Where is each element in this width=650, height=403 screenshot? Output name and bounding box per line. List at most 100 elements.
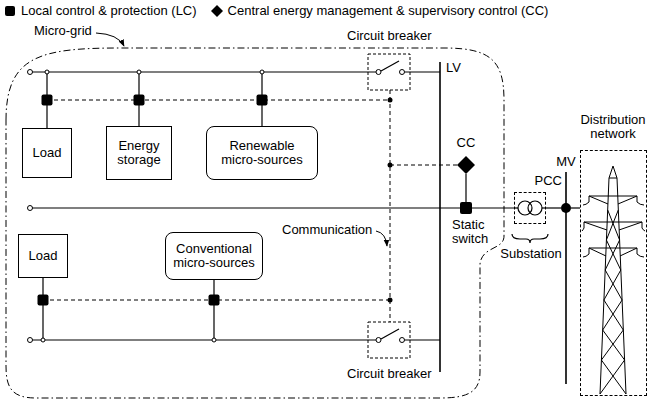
- breaker-terminal: [400, 338, 405, 343]
- node-text: Substation: [481, 247, 581, 261]
- conductor: [637, 254, 644, 257]
- load-box: Load: [22, 128, 72, 178]
- communication-line: [43, 90, 457, 322]
- insulator: [584, 222, 585, 228]
- node-text: Energy storage: [112, 139, 166, 167]
- tower-lattice: [601, 210, 626, 394]
- local-controller: [42, 95, 53, 106]
- breaker-contact: [381, 61, 399, 71]
- legend-text: Central energy management & supervisory …: [228, 4, 549, 18]
- label-holder: Substation: [481, 247, 581, 261]
- circuit-breaker-frame: [368, 54, 410, 90]
- tower-arm: [584, 222, 607, 230]
- microgrid-boundary: Micro-gridLoadEnergy storageRenewable mi…: [6, 48, 504, 398]
- label-holder: CC: [446, 136, 486, 150]
- lv-bus: [439, 62, 441, 372]
- local-controller: [257, 95, 268, 106]
- communication-node: [388, 298, 393, 303]
- legend-item: Local control & protection (LC): [4, 4, 197, 18]
- label-holder: Distribution network: [578, 113, 648, 141]
- conductor: [642, 228, 645, 231]
- lv-feeder: [30, 207, 460, 208]
- central-control-diamond: CC: [457, 156, 475, 174]
- pcc-point: PCC: [561, 203, 571, 213]
- tower-arm: [620, 248, 637, 256]
- substation-box: Substation: [514, 192, 546, 224]
- substation-brace: [512, 234, 548, 243]
- conventional-source-box: Conventional micro-sources: [165, 232, 263, 280]
- diagram-label: MV: [556, 155, 576, 169]
- diagram-label: Circuit breaker: [347, 367, 432, 381]
- legend-swatch: [4, 5, 16, 17]
- feeder-drop: [213, 280, 214, 340]
- diamond-shape: [457, 156, 475, 174]
- tower-arm: [589, 196, 637, 197]
- tower-lattice: [600, 210, 625, 394]
- leader-arrow: [96, 33, 124, 46]
- node-text: Distribution network: [578, 113, 648, 141]
- circuit-breaker-frame: [368, 322, 410, 358]
- storage-box: Energy storage: [106, 126, 172, 180]
- tower-arm: [589, 248, 606, 256]
- conductor: [583, 254, 589, 257]
- legend-swatch: [211, 5, 223, 17]
- tower-arm: [584, 222, 642, 223]
- junction: [212, 338, 216, 342]
- diagram-label: Circuit breaker: [347, 29, 432, 43]
- terminal: [28, 206, 33, 211]
- local-controller: [209, 295, 220, 306]
- static-switch: Static switch: [460, 202, 472, 214]
- local-controller: [38, 295, 49, 306]
- label-holder: PCC: [521, 174, 562, 188]
- renewable-source-box: Renewable micro-sources: [206, 126, 318, 180]
- insulator: [589, 196, 590, 202]
- communication-line: [390, 90, 391, 322]
- microgrid-outline: [6, 48, 504, 398]
- junction: [260, 70, 264, 74]
- communication-node: [388, 98, 393, 303]
- terminal: [28, 338, 33, 343]
- label-holder: Communication: [282, 222, 372, 237]
- tower-arm: [619, 222, 642, 230]
- legend-item: Central energy management & supervisory …: [211, 4, 549, 18]
- insulator: [589, 248, 590, 254]
- wire-connector: [546, 207, 561, 208]
- diagram-label: LV: [446, 61, 461, 75]
- wire-connector: [465, 174, 466, 202]
- conductor: [582, 228, 584, 231]
- junction: [137, 70, 141, 74]
- leader-arrow: [376, 231, 387, 246]
- breaker-terminal: [376, 338, 381, 343]
- power-wiring: [30, 61, 566, 384]
- breaker-terminal: [400, 70, 405, 75]
- node-text: Static switch: [452, 218, 496, 246]
- node-text: Load: [29, 249, 58, 263]
- diagram-label: Communication: [282, 223, 372, 237]
- breaker-contact: [381, 329, 399, 339]
- legend-swatch: [5, 6, 15, 16]
- tower-arm: [589, 196, 608, 204]
- legend-swatch: [211, 5, 223, 17]
- tower-arm: [589, 248, 637, 249]
- insulator: [637, 248, 638, 254]
- label-holder: Circuit breaker: [347, 366, 432, 381]
- transformer-winding: [528, 201, 542, 215]
- junction: [45, 70, 49, 74]
- terminal: [28, 70, 405, 343]
- lv-feeder: [30, 339, 376, 340]
- terminal: [28, 70, 33, 75]
- label-holder: MV: [546, 154, 586, 169]
- conductor: [583, 202, 589, 205]
- insulator: [642, 222, 643, 228]
- junction: [41, 338, 45, 342]
- tower-strut: [609, 178, 617, 179]
- node-text: PCC: [521, 174, 562, 188]
- tower-legs: [600, 166, 626, 394]
- communication-node: [388, 163, 393, 168]
- local-controller: [134, 95, 145, 106]
- node-text: CC: [446, 136, 486, 150]
- feeder-drop: [42, 278, 43, 340]
- lv-feeder: [30, 71, 376, 72]
